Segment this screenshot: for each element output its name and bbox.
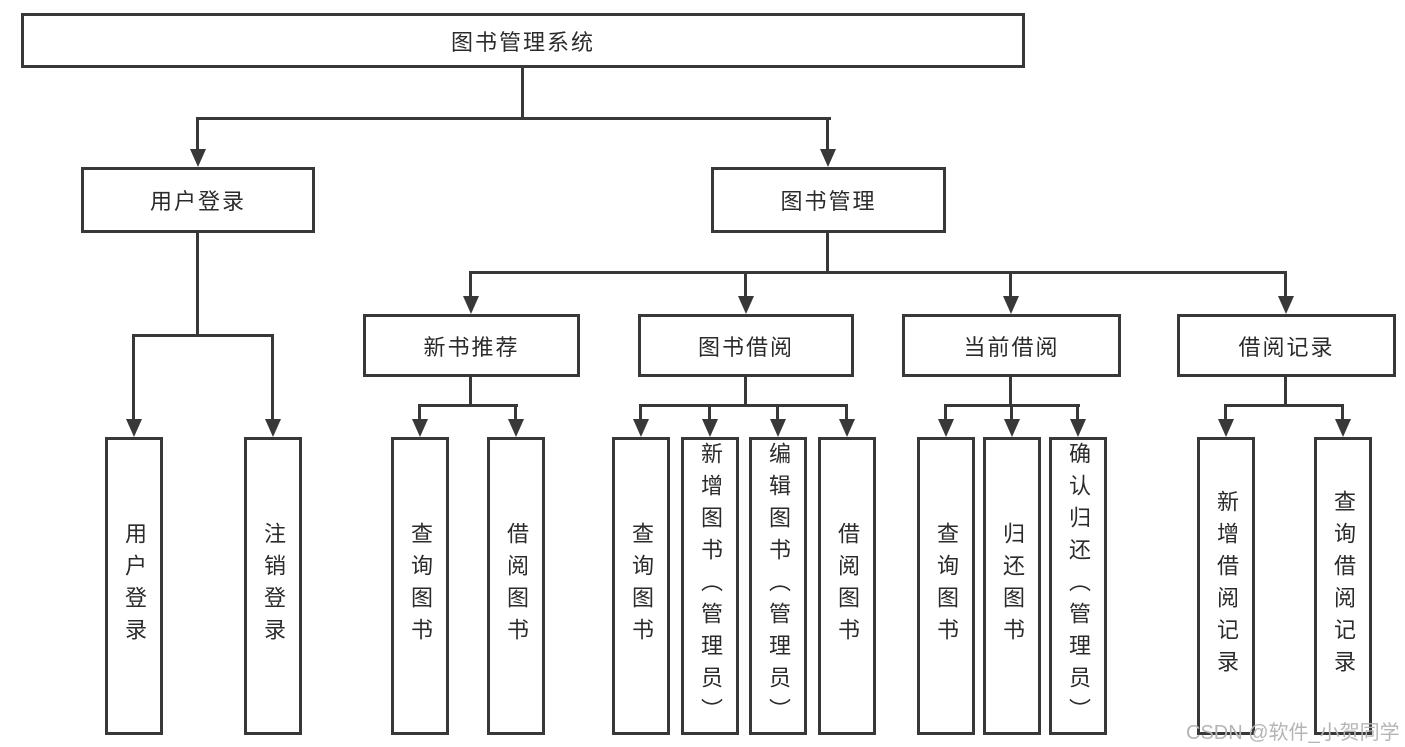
connector-vline	[845, 404, 848, 421]
connector-vline	[639, 404, 642, 421]
node-new-book-recommend: 新书推荐	[363, 314, 580, 377]
node-leaf-logout-label: 注销登录	[261, 522, 286, 650]
node-leaf-cb-confirm-return-admin: 确认归还（管理员）	[1049, 437, 1107, 735]
arrow-down-icon	[463, 296, 479, 314]
arrow-down-icon	[1070, 419, 1086, 437]
arrow-down-icon	[738, 296, 754, 314]
arrow-down-icon	[126, 419, 142, 437]
connector-vline	[1009, 271, 1012, 298]
node-current-borrowing-label: 当前借阅	[963, 334, 1060, 360]
arrow-down-icon	[770, 419, 786, 437]
node-leaf-bb-query-books-label: 查询图书	[629, 522, 654, 650]
connector-vline	[744, 377, 747, 407]
node-leaf-nb-query-books: 查询图书	[391, 437, 449, 735]
connector-vline	[1076, 404, 1079, 421]
node-book-mgmt: 图书管理	[711, 167, 946, 233]
node-leaf-cb-confirm-return-admin-label: 确认归还（管理员）	[1066, 442, 1091, 730]
node-leaf-br-add-record: 新增借阅记录	[1197, 437, 1255, 735]
connector-hline	[1224, 404, 1344, 407]
connector-vline	[826, 233, 829, 274]
node-leaf-bb-edit-books-admin: 编辑图书（管理员）	[749, 437, 807, 735]
node-leaf-nb-query-books-label: 查询图书	[408, 522, 433, 650]
connector-vline	[132, 334, 135, 421]
node-leaf-bb-add-books-admin-label: 新增图书（管理员）	[698, 442, 723, 730]
arrow-down-icon	[1003, 296, 1019, 314]
node-leaf-bb-borrow-books-label: 借阅图书	[835, 522, 860, 650]
connector-vline	[469, 271, 472, 298]
arrow-down-icon	[1004, 419, 1020, 437]
arrow-down-icon	[412, 419, 428, 437]
node-leaf-nb-borrow-books: 借阅图书	[487, 437, 545, 735]
arrow-down-icon	[1278, 296, 1294, 314]
connector-vline	[418, 404, 421, 421]
connector-vline	[944, 404, 947, 421]
node-leaf-bb-query-books: 查询图书	[612, 437, 670, 735]
node-leaf-logout: 注销登录	[244, 437, 302, 735]
connector-vline	[521, 68, 524, 119]
arrow-down-icon	[1218, 419, 1234, 437]
node-leaf-nb-borrow-books-label: 借阅图书	[504, 522, 529, 650]
node-borrowing-records-label: 借阅记录	[1238, 334, 1335, 360]
node-leaf-user-login-label: 用户登录	[122, 522, 147, 650]
connector-vline	[1341, 404, 1344, 421]
connector-vline	[196, 117, 199, 151]
arrow-down-icon	[820, 149, 836, 167]
node-leaf-br-add-record-label: 新增借阅记录	[1214, 490, 1239, 682]
arrow-down-icon	[938, 419, 954, 437]
arrow-down-icon	[633, 419, 649, 437]
connector-vline	[1284, 377, 1287, 407]
node-root: 图书管理系统	[21, 13, 1025, 68]
connector-vline	[1010, 404, 1013, 421]
csdn-watermark: CSDN @软件_小贺同学	[1186, 722, 1400, 744]
connector-vline	[708, 404, 711, 421]
node-leaf-bb-edit-books-admin-label: 编辑图书（管理员）	[766, 442, 791, 730]
node-new-book-recommend-label: 新书推荐	[423, 334, 520, 360]
connector-vline	[826, 117, 829, 151]
arrow-down-icon	[1335, 419, 1351, 437]
connector-hline	[132, 334, 274, 337]
connector-vline	[1224, 404, 1227, 421]
connector-hline	[469, 271, 1287, 274]
arrow-down-icon	[190, 149, 206, 167]
connector-vline	[271, 334, 274, 421]
connector-vline	[744, 271, 747, 298]
connector-vline	[1284, 271, 1287, 298]
node-borrowing-records: 借阅记录	[1177, 314, 1396, 377]
node-book-borrowing: 图书借阅	[638, 314, 854, 377]
connector-vline	[196, 233, 199, 337]
node-user-login: 用户登录	[81, 167, 315, 233]
node-root-label: 图书管理系统	[450, 29, 595, 55]
arrow-down-icon	[839, 419, 855, 437]
connector-vline	[514, 404, 517, 421]
arrow-down-icon	[702, 419, 718, 437]
node-book-borrowing-label: 图书借阅	[697, 334, 794, 360]
node-leaf-cb-return-books: 归还图书	[983, 437, 1041, 735]
node-leaf-cb-query-books: 查询图书	[917, 437, 975, 735]
connector-hline	[639, 404, 848, 407]
node-current-borrowing: 当前借阅	[902, 314, 1121, 377]
connector-hline	[418, 404, 518, 407]
node-user-login-label: 用户登录	[149, 189, 246, 214]
node-leaf-bb-borrow-books: 借阅图书	[818, 437, 876, 735]
connector-hline	[196, 117, 831, 120]
node-leaf-cb-query-books-label: 查询图书	[934, 522, 959, 650]
arrow-down-icon	[265, 419, 281, 437]
connector-vline	[1009, 377, 1012, 407]
connector-vline	[469, 377, 472, 407]
connector-vline	[776, 404, 779, 421]
node-leaf-user-login: 用户登录	[105, 437, 163, 735]
arrow-down-icon	[508, 419, 524, 437]
node-leaf-br-query-record-label: 查询借阅记录	[1331, 490, 1356, 682]
node-leaf-cb-return-books-label: 归还图书	[1000, 522, 1025, 650]
node-leaf-bb-add-books-admin: 新增图书（管理员）	[681, 437, 739, 735]
node-book-mgmt-label: 图书管理	[780, 189, 877, 214]
node-leaf-br-query-record: 查询借阅记录	[1314, 437, 1372, 735]
